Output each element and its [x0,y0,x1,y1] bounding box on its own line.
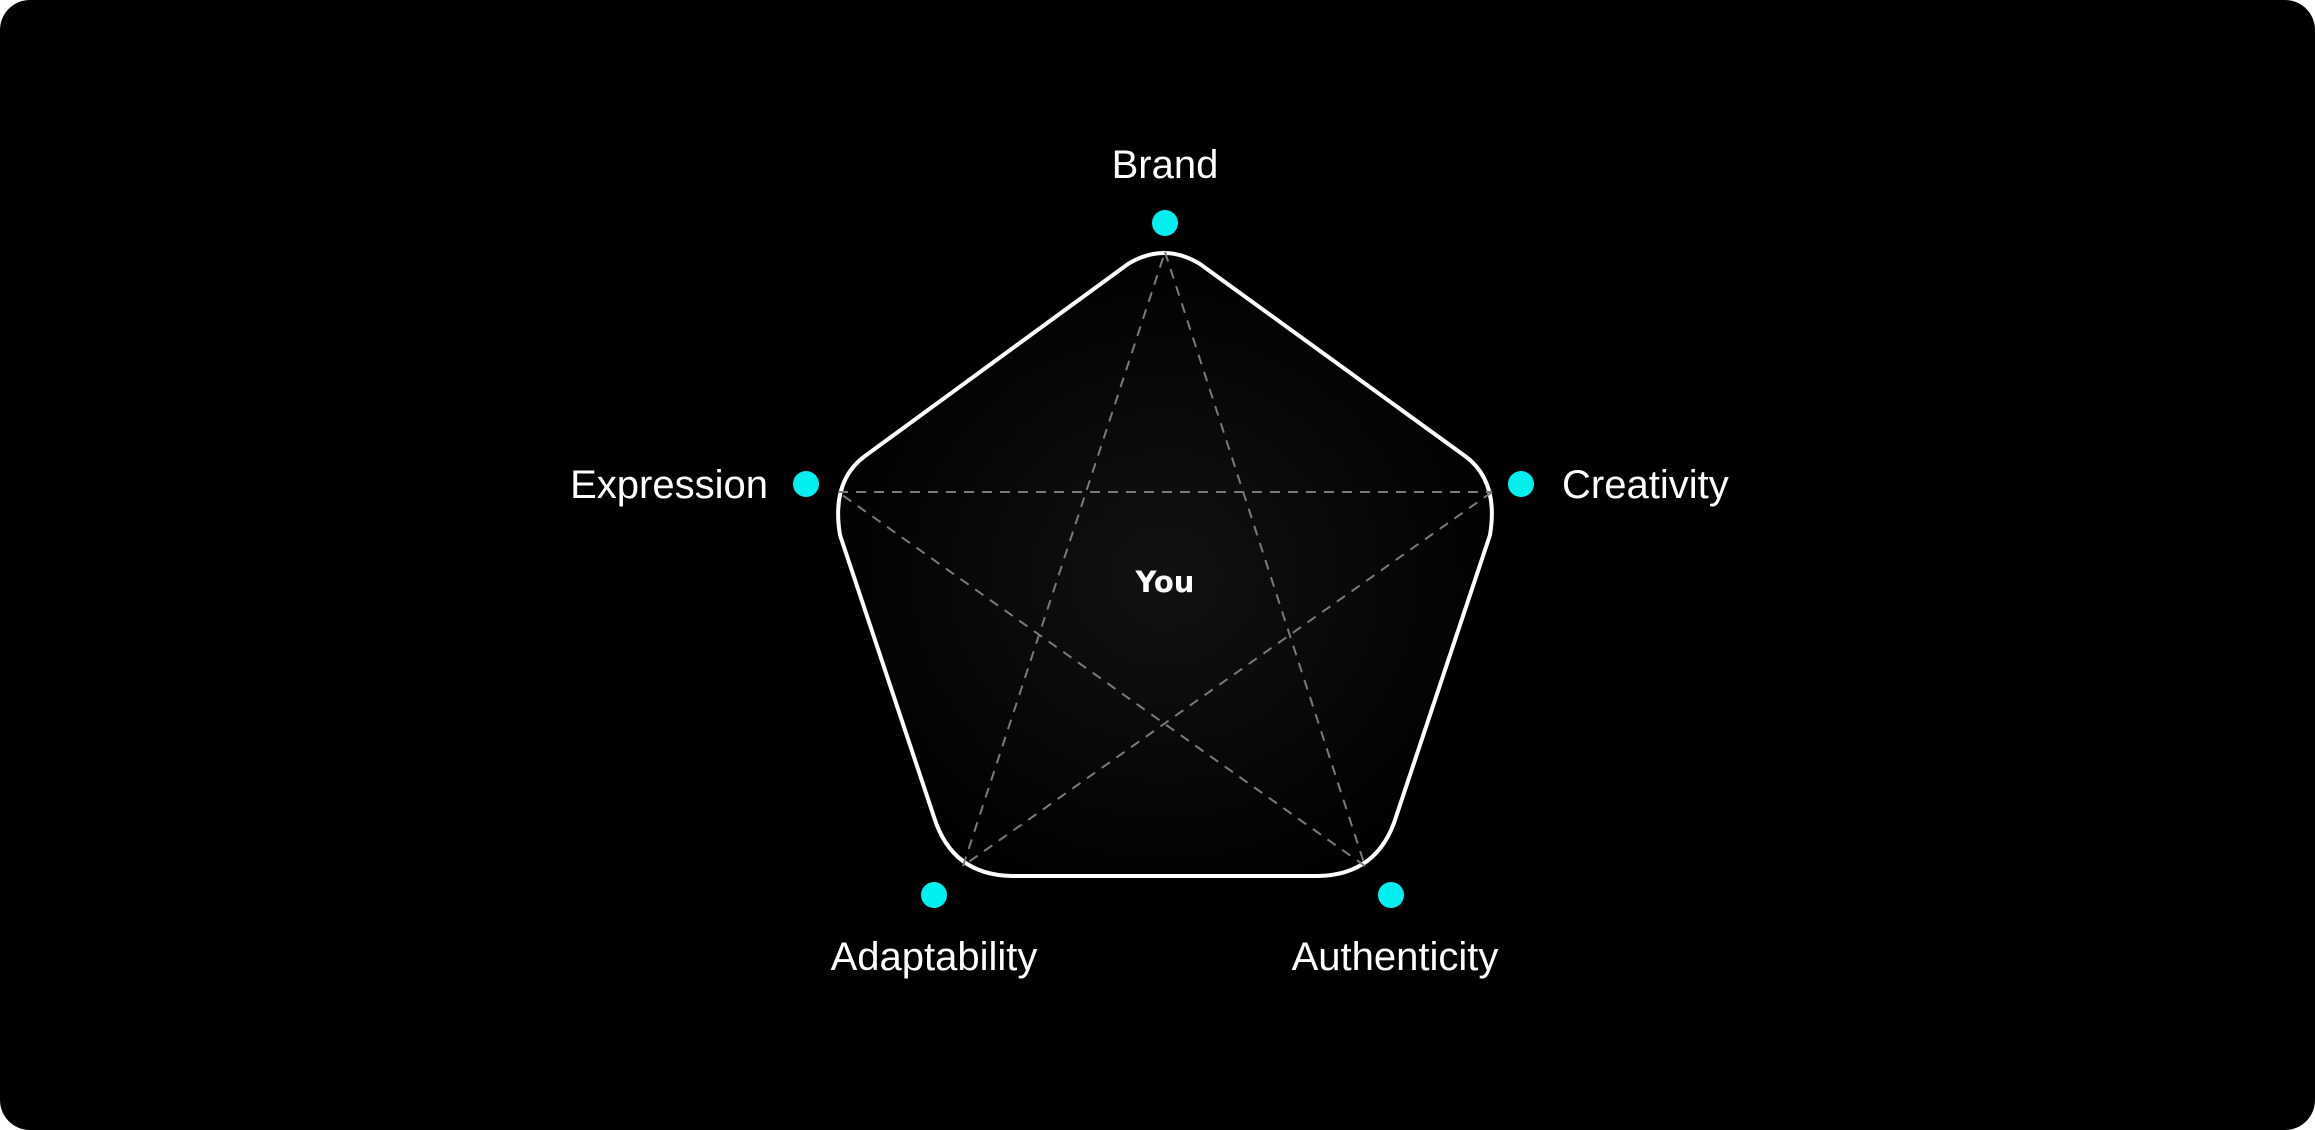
node-adaptability: Adaptability [831,882,1038,979]
node-label-brand: Brand [1112,143,1219,187]
node-label-authenticity: Authenticity [1292,935,1499,979]
node-dot-creativity [1508,471,1534,497]
node-expression: Expression [570,463,819,507]
node-dot-expression [793,471,819,497]
node-dot-brand [1152,210,1178,236]
star-connectors [837,251,1493,867]
pentagon-outline [836,251,1494,878]
node-brand: Brand [1112,143,1219,236]
node-creativity: Creativity [1508,463,1729,507]
node-label-expression: Expression [570,463,768,507]
node-authenticity: Authenticity [1292,882,1499,979]
node-dot-adaptability [921,882,947,908]
node-label-adaptability: Adaptability [831,935,1038,979]
node-dot-authenticity [1378,882,1404,908]
center-label: You [1135,565,1195,599]
node-label-creativity: Creativity [1562,463,1729,507]
